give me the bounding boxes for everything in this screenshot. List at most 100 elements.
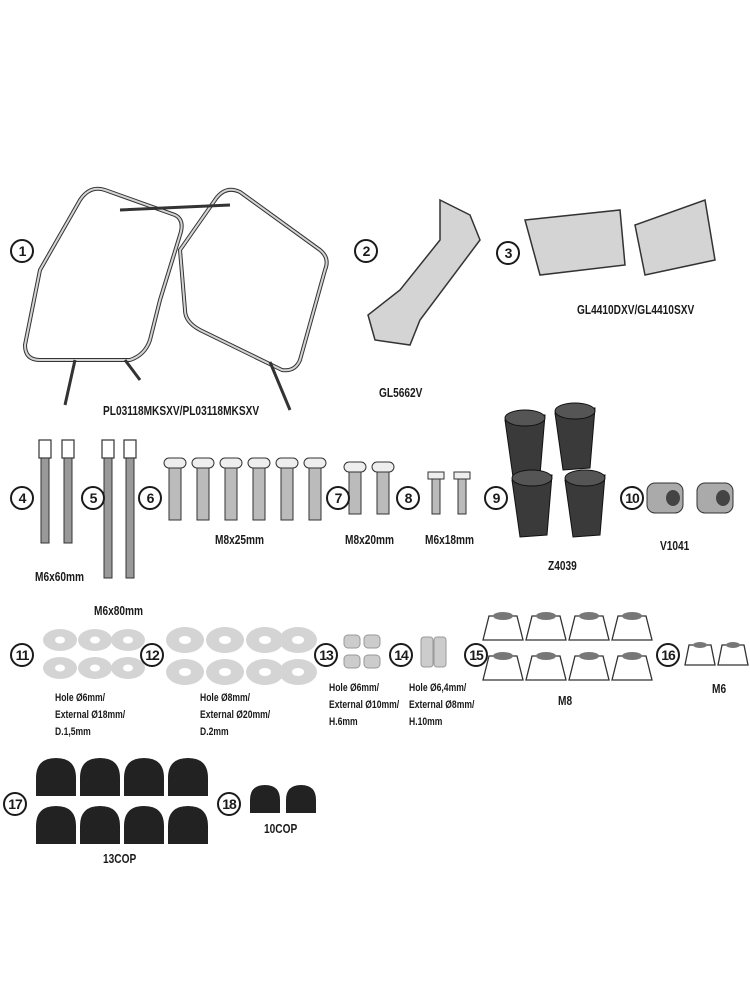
bracket-gl5662v-icon xyxy=(367,198,481,346)
cap-13cop-icon xyxy=(80,806,120,844)
washer-hole xyxy=(123,664,133,672)
plate-right-icon xyxy=(634,198,716,276)
bolt-shaft-m8x25-icon xyxy=(196,467,210,521)
flange-nut-m8-icon xyxy=(568,655,610,681)
nut-hole xyxy=(493,652,513,660)
spec-line: H.10mm xyxy=(409,716,443,728)
spacer-short-icon xyxy=(363,634,381,649)
bolt-head-icon xyxy=(61,439,75,459)
flange-nut-m8-icon xyxy=(482,615,524,641)
spec-line: H.6mm xyxy=(329,716,358,728)
part-code-1: PL03118MKSXV/PL03118MKSXV xyxy=(103,403,260,418)
nut-hole xyxy=(622,652,642,660)
spec-line: Hole Ø6mm/ xyxy=(55,692,106,704)
part-number-17: 17 xyxy=(3,792,27,816)
part-code-17: 13COP xyxy=(103,851,137,866)
bolt-head-icon xyxy=(38,439,52,459)
flange-nut-m8-icon xyxy=(611,615,653,641)
bolt-shaft-icon xyxy=(40,457,50,544)
part-spec-11: Hole Ø6mm/ External Ø18mm/ D.1,5mm xyxy=(55,690,125,741)
part-code-16: M6 xyxy=(712,681,727,696)
nut-hole xyxy=(536,612,556,620)
spec-line: External Ø18mm/ xyxy=(55,709,126,721)
nut-hole xyxy=(579,612,599,620)
spacer-tall-icon xyxy=(420,636,434,668)
washer-hole xyxy=(123,636,133,644)
part-spec-14: Hole Ø6,4mm/ External Ø8mm/ H.10mm xyxy=(409,680,474,731)
washer-hole xyxy=(179,636,191,644)
bolt-head-m6x18-icon xyxy=(453,471,471,480)
part-number-2: 2 xyxy=(354,239,378,263)
washer-hole xyxy=(259,668,271,676)
spacer-hole xyxy=(716,490,730,506)
side-rack-left-icon xyxy=(22,186,184,362)
nut-hole xyxy=(493,612,513,620)
bolt-shaft-m8x25-icon xyxy=(224,467,238,521)
part-number-18: 18 xyxy=(217,792,241,816)
spec-line: D.2mm xyxy=(200,726,229,738)
spec-line: External Ø10mm/ xyxy=(329,699,400,711)
spec-line: Hole Ø8mm/ xyxy=(200,692,251,704)
part-code-15: M8 xyxy=(558,693,573,708)
flange-nut-m6-icon xyxy=(684,644,716,666)
part-number-6: 6 xyxy=(138,486,162,510)
part-number-5: 5 xyxy=(81,486,105,510)
bolt-head-m8x25-icon xyxy=(191,457,215,469)
part-number-12: 12 xyxy=(140,643,164,667)
spacer-short-icon xyxy=(343,654,361,669)
washer-hole xyxy=(55,664,65,672)
washer-hole xyxy=(219,636,231,644)
spec-line: Hole Ø6,4mm/ xyxy=(409,682,467,694)
bolt-head-m8x25-icon xyxy=(247,457,271,469)
part-number-16: 16 xyxy=(656,643,680,667)
part-code-18: 10COP xyxy=(264,821,298,836)
washer-hole xyxy=(259,636,271,644)
bolt-shaft-icon xyxy=(63,457,73,544)
rubber-sleeve-top xyxy=(504,409,546,427)
nut-hole xyxy=(536,652,556,660)
part-spec-12: Hole Ø8mm/ External Ø20mm/ D.2mm xyxy=(200,690,270,741)
flange-nut-m6-icon xyxy=(717,644,749,666)
bolt-shaft-icon xyxy=(125,457,135,579)
part-spec-13: Hole Ø6mm/ External Ø10mm/ H.6mm xyxy=(329,680,399,731)
spacer-short-icon xyxy=(343,634,361,649)
flange-nut-m8-icon xyxy=(525,655,567,681)
part-number-13: 13 xyxy=(314,643,338,667)
flange-nut-m8-icon xyxy=(568,615,610,641)
bolt-shaft-m8x20-icon xyxy=(348,471,362,515)
bolt-shaft-icon xyxy=(103,457,113,579)
bolt-head-m8x25-icon xyxy=(219,457,243,469)
cap-13cop-icon xyxy=(36,758,76,796)
bolt-head-icon xyxy=(101,439,115,459)
bolt-head-m8x20-icon xyxy=(343,461,367,473)
part-code-3: GL4410DXV/GL4410SXV xyxy=(577,302,695,317)
washer-hole xyxy=(90,636,100,644)
part-number-3: 3 xyxy=(496,241,520,265)
spec-line: D.1,5mm xyxy=(55,726,91,738)
rubber-sleeve-top xyxy=(511,469,553,487)
spacer-short-icon xyxy=(363,654,381,669)
bolt-head-m8x25-icon xyxy=(275,457,299,469)
cap-13cop-icon xyxy=(36,806,76,844)
washer-hole xyxy=(292,668,304,676)
bolt-shaft-m8x25-icon xyxy=(252,467,266,521)
cap-13cop-icon xyxy=(80,758,120,796)
cap-13cop-icon xyxy=(168,758,208,796)
washer-hole xyxy=(219,668,231,676)
part-number-8: 8 xyxy=(396,486,420,510)
part-code-8: M6x18mm xyxy=(425,532,475,547)
part-code-10: V1041 xyxy=(660,538,690,553)
part-number-15: 15 xyxy=(464,643,488,667)
spec-line: External Ø8mm/ xyxy=(409,699,475,711)
bolt-head-icon xyxy=(123,439,137,459)
flange-nut-m8-icon xyxy=(525,615,567,641)
spec-line: External Ø20mm/ xyxy=(200,709,271,721)
bolt-shaft-m6x18-icon xyxy=(431,478,441,515)
part-number-1: 1 xyxy=(10,239,34,263)
washer-hole xyxy=(179,668,191,676)
rubber-sleeve-top xyxy=(564,469,606,487)
nut-hole xyxy=(579,652,599,660)
bolt-shaft-m6x18-icon xyxy=(457,478,467,515)
